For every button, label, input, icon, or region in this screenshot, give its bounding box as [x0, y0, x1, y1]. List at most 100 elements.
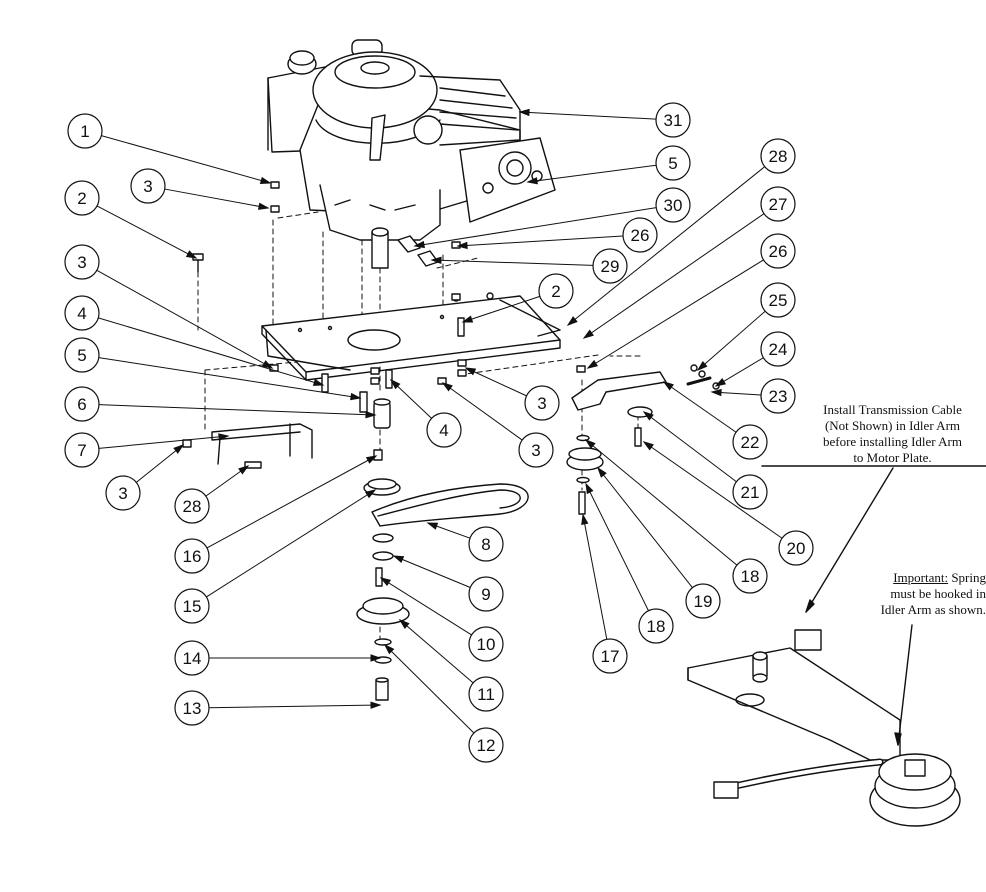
leader-arrowhead-c23	[710, 388, 722, 397]
leader-line-c13	[208, 704, 381, 709]
leader-arrowhead-c5a	[350, 392, 362, 401]
callout-c24: 24	[760, 331, 796, 367]
callout-number: 22	[741, 433, 760, 452]
callout-circle	[174, 488, 210, 524]
callout-number: 10	[477, 635, 496, 654]
callout-c3a: 3	[130, 168, 166, 204]
callout-circle	[468, 576, 504, 612]
leader-arrowhead-c14	[370, 654, 382, 662]
leader-lines	[96, 108, 783, 734]
leader-line-c30	[414, 207, 657, 247]
callout-number: 8	[481, 535, 490, 554]
leader-line-c4a	[98, 317, 324, 386]
leader-line-c27	[583, 213, 765, 339]
callout-c22: 22	[732, 424, 768, 460]
leader-line-c5a	[98, 357, 361, 399]
callout-c5a: 5	[64, 337, 100, 373]
callout-circle	[64, 244, 100, 280]
leader-arrowhead-c2b	[461, 315, 474, 323]
callout-circle	[174, 690, 210, 726]
callout-circle	[426, 412, 462, 448]
leader-line-c3b	[96, 269, 273, 369]
leader-line-c2a	[96, 205, 197, 259]
callout-number: 4	[77, 304, 86, 323]
engine-drawing	[267, 39, 556, 269]
leader-arrowhead-c6	[365, 410, 377, 419]
callout-circle	[64, 295, 100, 331]
leader-line-c12	[384, 644, 475, 734]
leader-arrowhead-c3a	[257, 202, 270, 210]
callout-circle	[622, 217, 658, 253]
callout-c27: 27	[760, 186, 796, 222]
callout-circle	[732, 424, 768, 460]
callout-c30: 30	[655, 187, 691, 223]
leader-line-c6	[98, 404, 376, 416]
callout-c4a: 4	[64, 295, 100, 331]
leader-line-c16	[206, 455, 377, 549]
callout-c12: 12	[468, 727, 504, 763]
leader-line-c29	[431, 259, 594, 266]
callout-circle	[638, 608, 674, 644]
callout-c2a: 2	[64, 180, 100, 216]
callout-c10: 10	[468, 626, 504, 662]
callout-number: 28	[183, 497, 202, 516]
leader-arrowhead-c2a	[185, 250, 198, 259]
leader-line-c15	[206, 489, 376, 598]
callout-circle	[67, 113, 103, 149]
callout-circle	[760, 138, 796, 174]
callout-circle	[760, 186, 796, 222]
callout-circle	[174, 640, 210, 676]
leader-arrowhead-c20	[642, 441, 654, 451]
install-transmission-cable-note: Install Transmission Cable (Not Shown) i…	[823, 402, 962, 465]
leader-arrowhead-c28a	[238, 465, 250, 475]
callout-number: 3	[537, 394, 546, 413]
callout-number: 31	[664, 111, 683, 130]
callout-number: 29	[601, 257, 620, 276]
callout-c18b: 18	[638, 608, 674, 644]
callout-c1: 1	[67, 113, 103, 149]
callout-circle	[64, 180, 100, 216]
callout-number: 3	[143, 177, 152, 196]
callout-number: 5	[668, 154, 677, 173]
callout-number: 17	[601, 647, 620, 666]
leader-arrowhead-c21	[642, 411, 654, 421]
callout-circle	[592, 638, 628, 674]
leader-line-c2b	[462, 295, 541, 323]
callout-c25: 25	[760, 282, 796, 318]
leader-arrowhead-c24	[714, 377, 727, 387]
leader-line-c19	[597, 467, 693, 588]
callout-circle	[518, 432, 554, 468]
leader-line-c25	[697, 310, 766, 371]
idler-arm	[571, 371, 667, 411]
callout-c21: 21	[732, 474, 768, 510]
callout-c4b: 4	[426, 412, 462, 448]
leader-line-c3c	[135, 444, 184, 483]
callout-circle	[64, 386, 100, 422]
callout-c5b: 5	[655, 145, 691, 181]
callout-circle	[64, 432, 100, 468]
callout-number: 14	[183, 649, 202, 668]
callout-circle	[538, 273, 574, 309]
callout-number: 18	[647, 617, 666, 636]
leader-arrowhead-c26b	[586, 359, 599, 369]
callout-number: 19	[694, 592, 713, 611]
callout-circle	[760, 282, 796, 318]
callout-number: 3	[118, 484, 127, 503]
callout-circle	[732, 474, 768, 510]
callout-number: 11	[477, 685, 495, 704]
idler-arm-detail-inset	[687, 629, 961, 827]
callout-c16: 16	[174, 538, 210, 574]
callout-markers: 1323456732816151413315302629234389101112…	[64, 102, 814, 763]
leader-line-c17	[582, 514, 608, 640]
callout-circle	[592, 248, 628, 284]
callout-c3d: 3	[524, 385, 560, 421]
leader-arrowhead-c30	[413, 240, 425, 249]
important-spring-note: Important: Spring must be hooked in Idle…	[880, 570, 986, 617]
leader-arrowhead-c3b	[261, 360, 274, 369]
leader-arrowhead-c27	[582, 329, 594, 339]
callout-c3b: 3	[64, 244, 100, 280]
hardware-parts	[182, 181, 642, 701]
leader-line-c5b	[527, 164, 657, 183]
callout-c20: 20	[778, 530, 814, 566]
callout-number: 28	[769, 147, 788, 166]
